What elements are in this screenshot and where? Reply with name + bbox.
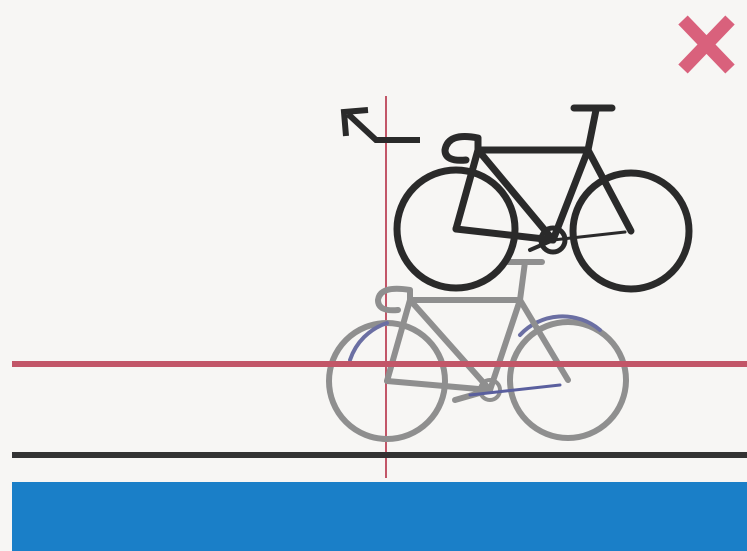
lower-bicycle bbox=[326, 259, 629, 442]
upper-bike-rear-wheel bbox=[393, 166, 519, 292]
upper-bicycle bbox=[393, 104, 693, 293]
close-icon[interactable] bbox=[678, 15, 735, 74]
lower-bike-front-wheel bbox=[507, 319, 629, 441]
upper-bike-front-wheel bbox=[569, 169, 693, 293]
ground-band bbox=[12, 482, 747, 551]
arrow-up-left-icon bbox=[340, 107, 420, 143]
